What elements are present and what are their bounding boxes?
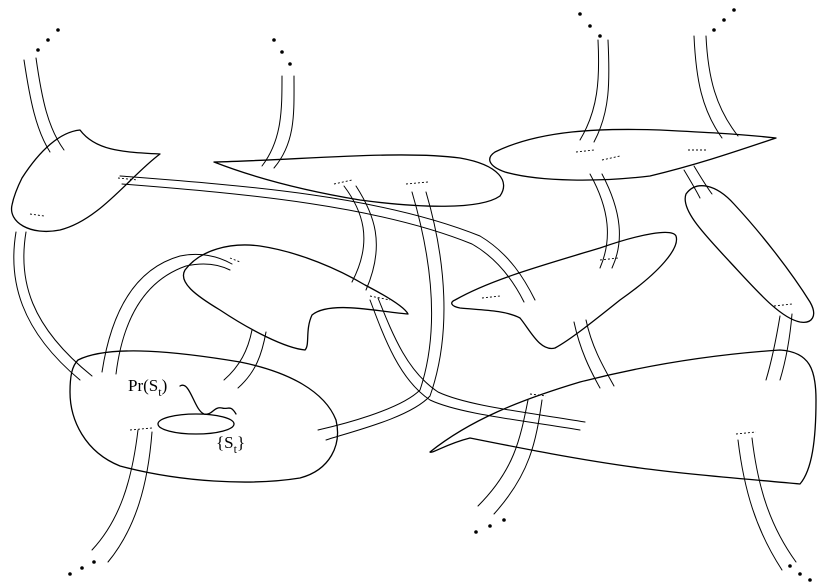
tube-far-right-drop: [765, 313, 793, 381]
tube-bottom-left-leg: [91, 429, 153, 563]
tube-middle-neck: [343, 185, 377, 291]
pillow-top-middle: [213, 154, 505, 207]
tube-top-middle-neck: [261, 75, 295, 169]
tube-diagonal-lower: [369, 297, 586, 431]
slice-ellipse-st: [157, 413, 235, 435]
dots-top-right-2: [712, 8, 736, 32]
tube-middle-long: [317, 191, 445, 441]
pillow-right-middle: [451, 231, 678, 350]
tube-long-upper: [119, 175, 536, 303]
label-slice: {St}: [216, 433, 245, 456]
dots-top-left: [36, 28, 60, 52]
tube-left-vertical: [13, 231, 93, 381]
tube-middle-down: [223, 329, 267, 389]
tube-bottom-right-leg: [737, 437, 797, 571]
tube-top-left-neck: [23, 57, 65, 153]
projection-curve: [179, 384, 237, 415]
tube-top-right-neck-2: [693, 35, 739, 139]
hidden-segments: [29, 149, 793, 435]
dots-bottom-right: [788, 564, 812, 582]
pillow-top-right: [489, 128, 777, 181]
tube-bottom-middle-leg: [477, 399, 543, 515]
label-projection: Pr(St): [128, 376, 167, 399]
tube-right-cross: [589, 173, 620, 269]
dots-bottom-left: [68, 560, 96, 576]
pillow-bottom-right: [429, 349, 817, 485]
tube-left-arch: [101, 253, 233, 375]
dots-top-middle: [272, 38, 292, 66]
pillow-bottom-left: [69, 350, 339, 483]
dots-top-right-1: [578, 12, 602, 38]
dots-bottom-middle: [474, 518, 506, 534]
pillow-top-left: [10, 129, 161, 232]
tube-right-neck-lower: [683, 165, 713, 199]
pillow-middle: [182, 244, 409, 351]
tube-top-right-neck-1: [579, 39, 610, 143]
pillow-right-elongated: [684, 185, 815, 323]
tube-right-drop: [573, 319, 615, 389]
